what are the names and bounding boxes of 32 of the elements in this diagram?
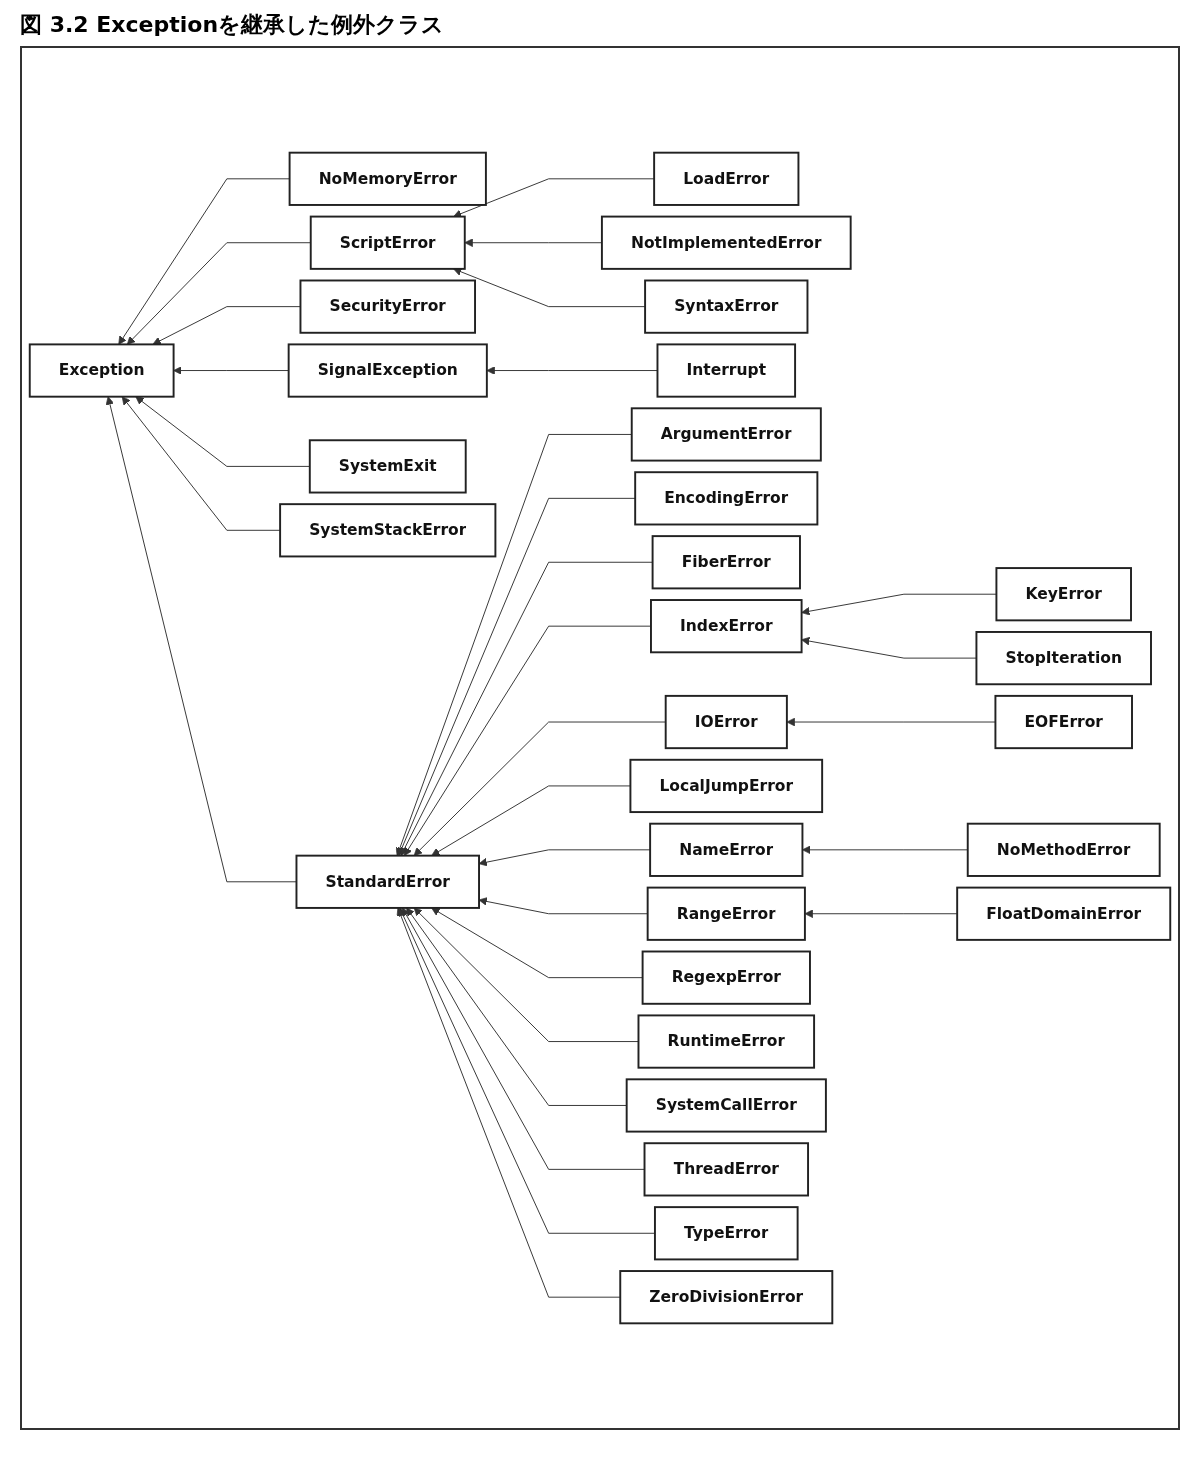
node-box: IOError	[664, 694, 788, 750]
node-box: StopIteration	[975, 631, 1152, 686]
node-box: SystemExit	[308, 439, 467, 494]
node-box: SystemStackError	[279, 503, 497, 558]
node-box: RegexpError	[641, 950, 811, 1005]
node-box: FiberError	[651, 535, 801, 590]
node-box: EOFError	[994, 694, 1133, 750]
node-box: IndexError	[650, 599, 803, 654]
node-box: TypeError	[654, 1206, 799, 1261]
node-box: NoMethodError	[966, 822, 1161, 877]
node-box: Exception	[28, 343, 175, 398]
node-box: RuntimeError	[637, 1014, 816, 1069]
node-box: SyntaxError	[644, 279, 809, 334]
node-box: StandardError	[295, 854, 480, 909]
node-box: Interrupt	[656, 343, 797, 398]
node-box: RangeError	[646, 886, 806, 941]
node-box: LoadError	[653, 151, 800, 206]
node-box: ZeroDivisionError	[619, 1270, 834, 1325]
node-box: EncodingError	[634, 471, 819, 526]
node-box: SystemCallError	[625, 1078, 827, 1133]
node-box: NoMemoryError	[288, 151, 487, 206]
node-box: SecurityError	[299, 279, 476, 334]
node-box: KeyError	[995, 567, 1132, 622]
node-box: NameError	[649, 822, 804, 877]
node-box: SignalException	[287, 343, 488, 398]
node-box: ThreadError	[643, 1142, 809, 1197]
figure-title: 図 3.2 Exceptionを継承した例外クラス	[19, 11, 446, 39]
node-box: ArgumentError	[630, 407, 822, 462]
node-box: NotImplementedError	[600, 215, 852, 270]
node-box: FloatDomainError	[956, 886, 1172, 941]
node-box: ScriptError	[309, 215, 466, 270]
node-box: LocalJumpError	[629, 758, 824, 814]
